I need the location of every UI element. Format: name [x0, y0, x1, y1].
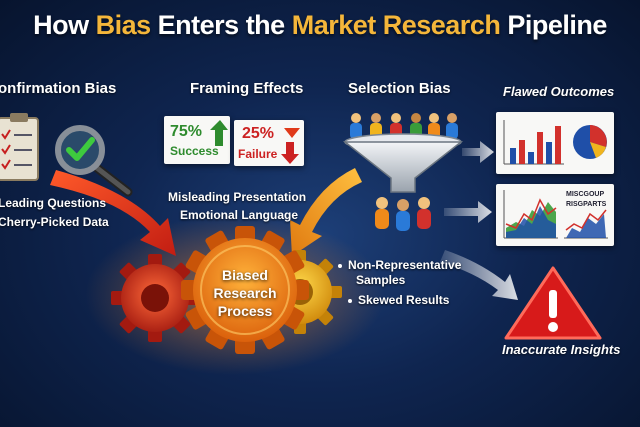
framing-item-1: Misleading Presentation — [168, 190, 307, 204]
failure-value: 25% — [242, 125, 275, 142]
clipboard-checklist-icon — [0, 113, 39, 181]
funnel-icon — [342, 133, 464, 193]
arrow-to-chart-1 — [462, 141, 494, 163]
arrow-selection-to-process — [290, 168, 362, 256]
outcome-chart-1 — [496, 112, 614, 174]
selection-item-1: Non-Representative — [338, 257, 461, 273]
title-highlight-bias: Bias — [95, 10, 152, 40]
gear-label-line-1: Biased — [222, 267, 268, 283]
success-value: 75% — [170, 123, 203, 140]
biased-research-process-label: Biased Research Process — [190, 266, 300, 320]
outcome-chart-2: MISCGOUP RISGPARTS — [496, 184, 614, 246]
heading-flawed-outcomes: Flawed Outcomes — [503, 84, 615, 99]
failure-card: 25% Failure — [234, 120, 304, 166]
down-arrow-icon — [281, 128, 300, 164]
confirmation-item-2: Cherry-Picked Data — [0, 215, 109, 229]
selected-people-icon — [375, 197, 431, 231]
gears-icon — [111, 226, 342, 354]
failure-label: Failure — [238, 147, 278, 161]
selection-item-2: Skewed Results — [348, 292, 449, 308]
gear-label-line-3: Process — [217, 303, 273, 319]
bar-pie-chart-thumbnail — [503, 120, 607, 165]
up-arrow-icon — [210, 120, 228, 146]
arrow-to-chart-2 — [444, 201, 492, 223]
heading-selection-bias: Selection Bias — [348, 80, 451, 97]
heading-confirmation-bias: onfirmation Bias — [0, 80, 117, 97]
success-card: 75% Success — [164, 116, 230, 164]
success-label: Success — [170, 144, 219, 158]
framing-item-2: Emotional Language — [180, 208, 299, 222]
title-part-1: How — [33, 10, 96, 40]
gear-label-line-2: Research — [213, 285, 277, 301]
confirmation-item-1: Leading Questions — [0, 196, 107, 210]
title-part-3: Enters the — [150, 10, 292, 40]
title-highlight-market-research: Market Research — [291, 10, 501, 40]
area-chart-thumbnail — [503, 190, 608, 239]
arrow-to-insights — [440, 250, 518, 300]
inaccurate-insights-label: Inaccurate Insights — [502, 342, 621, 357]
page-title: How Bias Enters the Market Research Pipe… — [0, 10, 640, 41]
heading-framing-effects: Framing Effects — [190, 80, 304, 97]
warning-triangle-icon — [504, 266, 602, 340]
magnifying-glass-check-icon — [55, 125, 133, 197]
arrow-confirmation-to-process — [50, 170, 176, 256]
chart-legend-1: MISCGOUP — [566, 191, 605, 198]
chart-legend-2: RISGPARTS — [566, 201, 607, 208]
selection-item-1-cont: Samples — [356, 273, 406, 287]
title-part-5: Pipeline — [500, 10, 607, 40]
